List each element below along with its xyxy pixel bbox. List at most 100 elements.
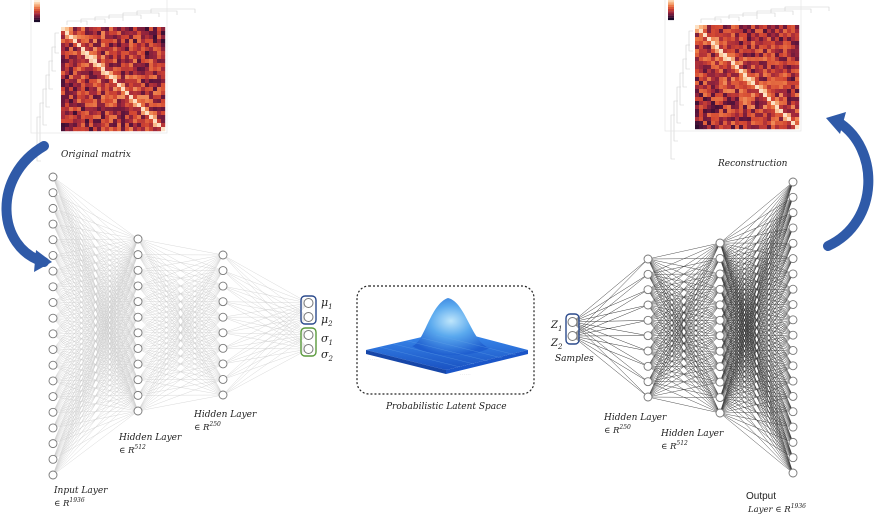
heatmap-cell — [735, 41, 740, 46]
heatmap-cell — [735, 117, 740, 122]
connection — [52, 363, 139, 476]
heatmap-cell — [795, 93, 800, 98]
heatmap-cell — [69, 111, 74, 116]
connection — [222, 317, 309, 336]
heatmap-cell — [117, 39, 122, 44]
heatmap-cell — [779, 65, 784, 70]
heatmap-cell — [93, 47, 98, 52]
heatmap-cell — [105, 83, 110, 88]
heatmap-cell — [77, 83, 82, 88]
heatmap-cell — [699, 65, 704, 70]
heatmap-cell — [125, 119, 130, 124]
heatmap-cell — [157, 99, 162, 104]
mu2-node — [303, 312, 314, 322]
connection — [647, 289, 721, 398]
connection — [52, 285, 139, 476]
heatmap-cell — [755, 101, 760, 106]
heatmap-cell — [157, 31, 162, 36]
heatmap-cell — [141, 47, 146, 52]
heatmap-cell — [153, 127, 158, 132]
heatmap-cell — [117, 27, 122, 32]
heatmap-cell — [69, 127, 74, 132]
heatmap-cell — [719, 85, 724, 90]
heatmap-cell — [795, 41, 800, 46]
heatmap-cell — [97, 127, 102, 132]
heatmap-cell — [703, 125, 708, 130]
heatmap-cell — [707, 53, 712, 58]
heatmap-cell — [85, 63, 90, 68]
heatmap-cell — [125, 35, 130, 40]
heatmap-cell — [69, 35, 74, 40]
heatmap-cell — [795, 65, 800, 70]
heatmap-cell — [771, 121, 776, 126]
heatmap-cell — [153, 27, 158, 32]
connection — [572, 274, 649, 323]
heatmap-cell — [93, 71, 98, 76]
heatmap-cell — [771, 101, 776, 106]
heatmap-cell — [747, 81, 752, 86]
heatmap-cell — [747, 77, 752, 82]
heatmap-cell — [715, 121, 720, 126]
heatmap-cell — [723, 53, 728, 58]
connection — [52, 238, 139, 334]
heatmap-cell — [105, 91, 110, 96]
heatmap-cell — [117, 111, 122, 116]
neuron — [48, 298, 58, 307]
z2-label: Z2 — [550, 338, 563, 351]
heatmap-cell — [763, 37, 768, 42]
heatmap-cell — [149, 43, 154, 48]
heatmap-cell — [779, 85, 784, 90]
heatmap-cell — [767, 29, 772, 34]
heatmap-cell — [711, 53, 716, 58]
heatmap-cell — [105, 111, 110, 116]
heatmap-cell — [767, 85, 772, 90]
connection — [222, 348, 309, 365]
colorbar-segment — [34, 11, 40, 14]
heatmap-cell — [145, 87, 150, 92]
heatmap-cell — [69, 63, 74, 68]
heatmap-cell — [735, 113, 740, 118]
heatmap-cell — [141, 111, 146, 116]
neuron — [48, 454, 58, 464]
heatmap-cell — [93, 63, 98, 68]
heatmap-cell — [93, 43, 98, 48]
heatmap-cell — [699, 117, 704, 122]
heatmap-cell — [787, 45, 792, 50]
heatmap-cell — [715, 45, 720, 50]
heatmap-cell — [711, 81, 716, 86]
heatmap-cell — [121, 47, 126, 52]
heatmap-cell — [711, 69, 716, 74]
connection — [137, 254, 224, 365]
heatmap-cell — [723, 101, 728, 106]
heatmap-cell — [695, 29, 700, 34]
heatmap-cell — [791, 81, 796, 86]
heatmap-cell — [727, 113, 732, 118]
heatmap-cell — [707, 45, 712, 50]
heatmap-cell — [727, 89, 732, 94]
heatmap-cell — [751, 25, 756, 30]
heatmap-cell — [81, 67, 86, 72]
heatmap-cell — [117, 107, 122, 112]
decoder-connections — [572, 181, 794, 474]
heatmap-cell — [89, 39, 94, 44]
heatmap-cell — [743, 65, 748, 70]
heatmap-cell — [137, 111, 142, 116]
heatmap-cell — [97, 95, 102, 100]
heatmap-cell — [723, 105, 728, 110]
heatmap-cell — [751, 45, 756, 50]
heatmap-cell — [153, 83, 158, 88]
heatmap-cell — [89, 111, 94, 116]
heatmap-cell — [101, 43, 106, 48]
heatmap-cell — [791, 113, 796, 118]
heatmap-cell — [77, 123, 82, 128]
connection — [52, 317, 139, 476]
heatmap-cell — [81, 55, 86, 60]
heatmap-cell — [735, 37, 740, 42]
mu1-label: μ1 — [321, 296, 333, 311]
connection — [572, 321, 649, 382]
neuron — [48, 329, 58, 339]
heatmap-cell — [121, 87, 126, 92]
heatmap-cell — [73, 31, 78, 36]
heatmap-cell — [161, 119, 166, 124]
connection — [222, 254, 309, 318]
